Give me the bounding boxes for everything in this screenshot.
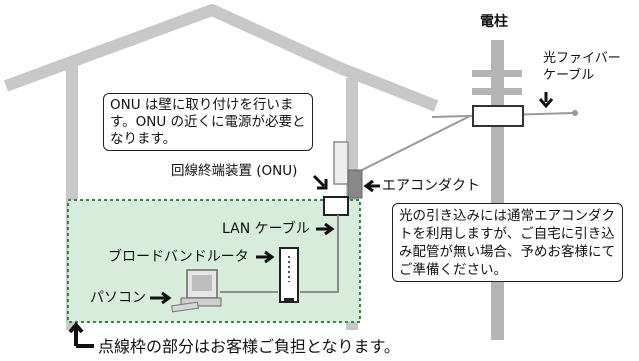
pc-icon xyxy=(171,269,222,313)
air-duct-label: エアコンダクト xyxy=(382,178,480,194)
arrow-fiber-down-icon xyxy=(538,92,554,109)
onu-label: 回線終端装置 (ONU) xyxy=(171,163,298,179)
arrow-onu-icon xyxy=(312,174,328,190)
pole-label: 電柱 xyxy=(480,14,508,30)
house-roof-right xyxy=(337,62,439,112)
pole-crossarm-bottom xyxy=(472,88,522,95)
fiber-cable-end xyxy=(572,110,578,116)
pc-label: パソコン xyxy=(90,290,146,306)
fiber-cable-label: 光ファイバー ケーブル xyxy=(543,51,621,83)
utility-pole xyxy=(491,40,504,340)
fiber-cable-to-house xyxy=(357,115,471,173)
arrow-lan-cable-icon xyxy=(316,222,335,236)
onu-device xyxy=(323,196,349,216)
arrow-pc-icon xyxy=(150,291,172,305)
lan-cable-label: LAN ケーブル xyxy=(222,221,310,237)
duct-note-box: 光の引き込みには通常エアコンダクトを利用しますが、ご自宅に引き込み配管が無い場合… xyxy=(392,203,623,282)
lan-cable-line xyxy=(300,215,339,293)
optical-closure xyxy=(472,105,524,127)
pole-crossarm-top xyxy=(472,70,522,77)
wall-outlet xyxy=(333,141,349,185)
house-roof-left xyxy=(3,4,343,92)
footer-note: 点線枠の部分はお客様ご負担となります。 xyxy=(98,337,400,356)
air-duct xyxy=(347,169,363,199)
router-device xyxy=(279,247,299,303)
arrow-router-icon xyxy=(256,250,275,264)
arrow-air-duct-icon xyxy=(363,179,380,193)
onu-note-box: ONU は壁に取り付けを行います。ONU の近くに電源が必要となります。 xyxy=(103,93,313,151)
arrow-customer-area-icon xyxy=(68,321,94,348)
router-label: ブロードバンドルータ xyxy=(108,249,249,265)
